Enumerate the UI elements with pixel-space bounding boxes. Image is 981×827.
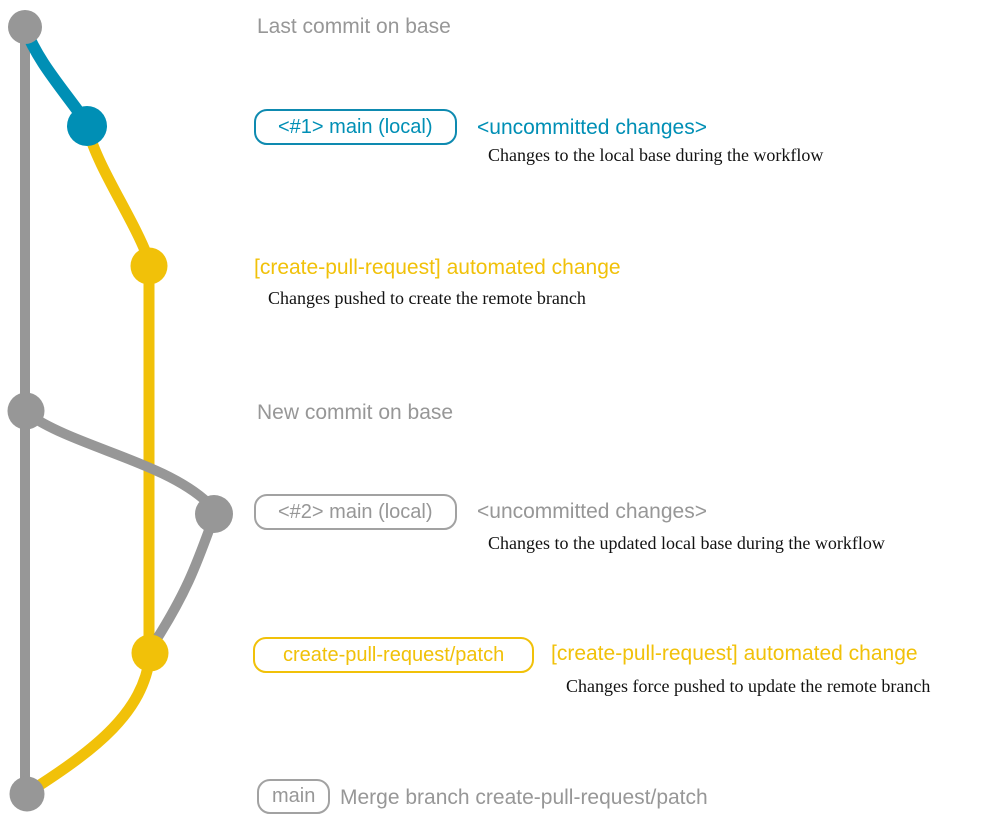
commit-dot-base-new: [7, 392, 45, 430]
annotation-main1: Changes to the local base during the wor…: [488, 145, 824, 165]
commit-message-main1: <uncommitted changes>: [477, 116, 707, 139]
commit-dot-cpr1: [130, 247, 168, 285]
commit-message-base-new: New commit on base: [257, 401, 454, 424]
commit-dot-patch: [131, 634, 169, 672]
branch-badge-patch: create-pull-request/patch: [253, 637, 535, 673]
commit-dot-main2: [195, 495, 233, 533]
commit-message-cpr2: [create-pull-request] automated change: [551, 642, 918, 665]
branch-badge-main1: <#1> main (local): [254, 109, 457, 145]
cpr-branch-create-curve: [82, 128, 154, 260]
main2-to-patch-curve: [148, 520, 217, 648]
commit-dot-merge: [9, 776, 45, 812]
base-to-main2-curve: [25, 409, 212, 507]
patch-merge-curve: [26, 655, 156, 797]
annotation-cpr2: Changes force pushed to update the remot…: [566, 676, 931, 696]
commit-dot-main1: [67, 106, 107, 146]
branch-badge-main2: <#2> main (local): [254, 494, 457, 530]
local-main1-branch-curve: [19, 25, 91, 126]
commit-dot-base-top: [8, 10, 42, 44]
commit-message-cpr1: [create-pull-request] automated change: [254, 256, 621, 279]
commit-message-main2: <uncommitted changes>: [477, 500, 707, 523]
commit-message-merge: Merge branch create-pull-request/patch: [340, 786, 708, 809]
commit-message-base-top: Last commit on base: [257, 15, 451, 38]
branch-badge-main-merge: main: [257, 779, 331, 814]
annotation-main2: Changes to the updated local base during…: [488, 533, 885, 553]
annotation-cpr1: Changes pushed to create the remote bran…: [268, 288, 586, 308]
